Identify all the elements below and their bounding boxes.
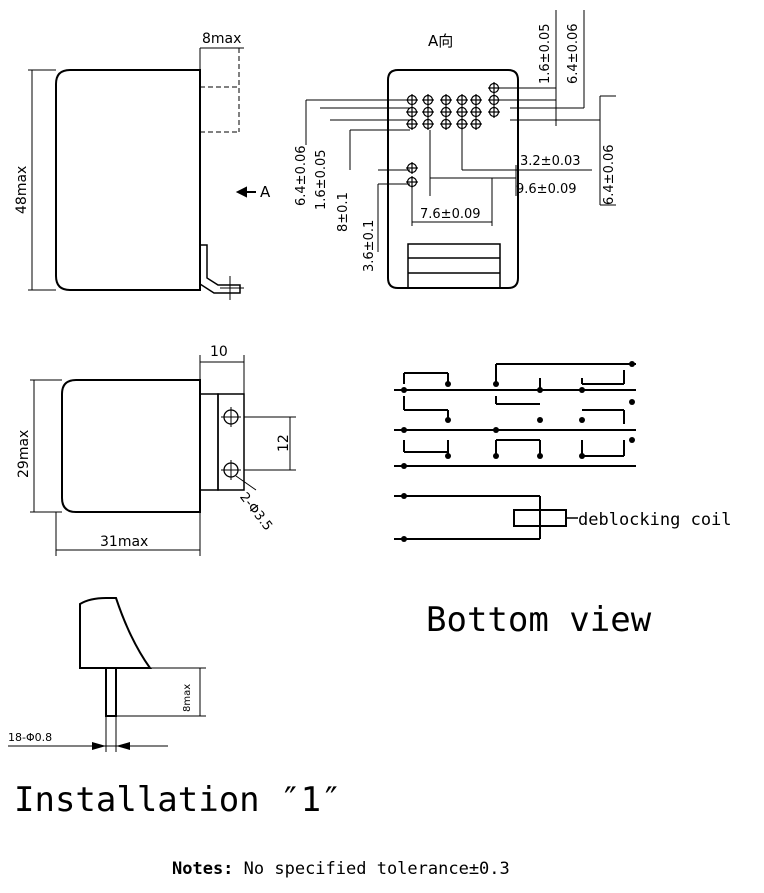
contact-schematic <box>394 361 636 542</box>
front-view-outline <box>28 47 256 300</box>
dim-pin-length: 8max <box>182 683 193 712</box>
bottom-view-caption: Bottom view <box>426 600 652 640</box>
dim-left-d: 3.6±0.1 <box>362 219 377 272</box>
dim-hole-spacing: 12 <box>276 434 292 452</box>
dim-base-length: 31max <box>100 534 149 550</box>
dim-right-c: 6.4±0.06 <box>602 144 617 205</box>
dim-left-c: 8±0.1 <box>336 192 351 232</box>
coil-label: deblocking coil <box>578 510 732 530</box>
dim-8max: 8max <box>202 31 242 47</box>
view-title: A向 <box>428 32 454 50</box>
notes-label: Notes: <box>172 859 234 879</box>
pin-detail <box>8 597 206 752</box>
dim-pitch-large: 6.4±0.06 <box>566 23 581 84</box>
dim-right-a: 3.2±0.03 <box>520 154 581 169</box>
a-view <box>305 10 616 289</box>
dim-pin-dia: 18-Φ0.8 <box>8 731 53 744</box>
view-arrow-label: A <box>260 183 271 201</box>
dim-side-height: 29max <box>16 429 32 478</box>
dim-pitch-small: 1.6±0.05 <box>538 23 553 84</box>
dim-bottom-a: 7.6±0.09 <box>420 207 481 222</box>
side-view <box>30 355 296 556</box>
dim-left-b: 1.6±0.05 <box>314 149 329 210</box>
dim-side-width: 10 <box>210 344 228 360</box>
notes-text: No specified tolerance±0.3 <box>233 859 510 879</box>
installation-caption: Installation ″1″ <box>14 780 342 820</box>
dim-48max: 48max <box>14 165 30 214</box>
dim-left-a: 6.4±0.06 <box>294 145 309 206</box>
dim-right-b: 9.6±0.09 <box>516 182 577 197</box>
notes: Notes: No specified tolerance±0.3 <box>172 859 510 879</box>
